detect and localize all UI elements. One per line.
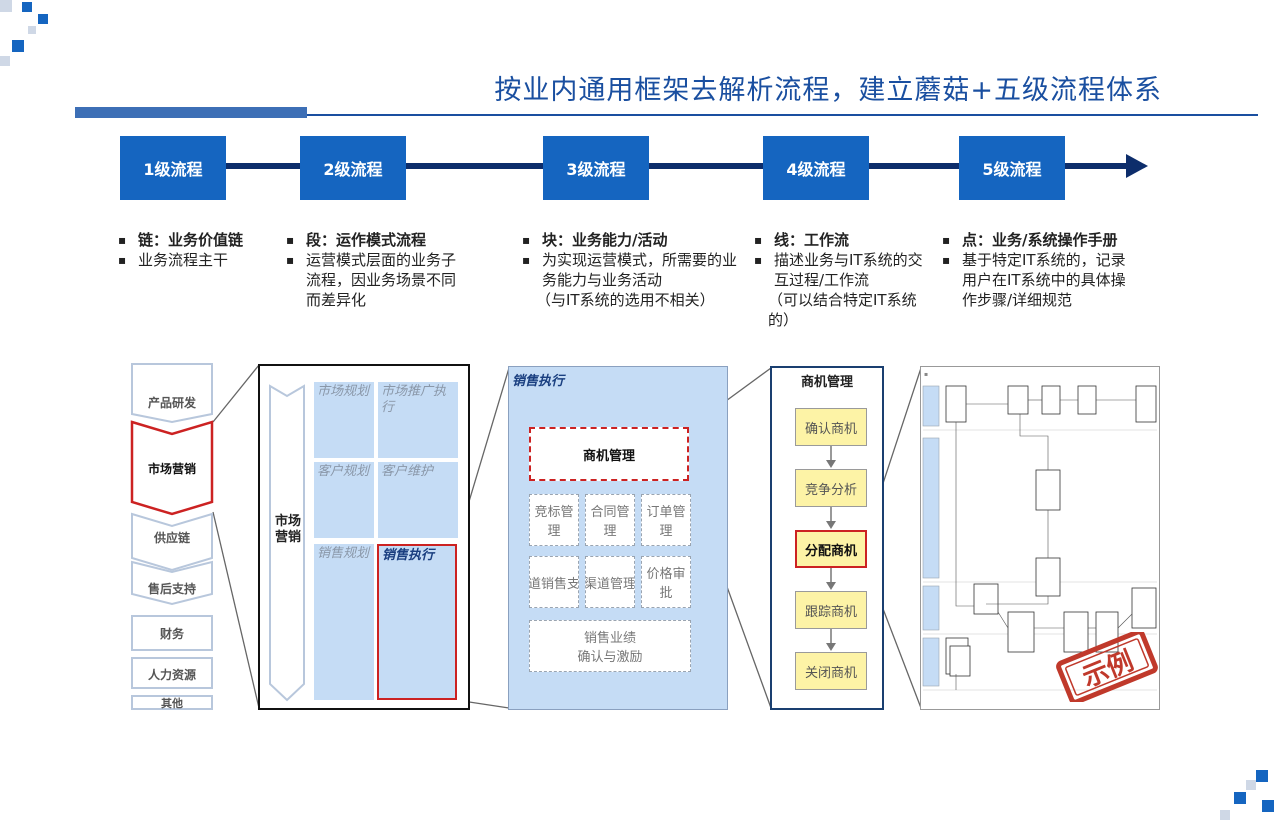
chain-item-hr: 人力资源 xyxy=(147,667,196,682)
chain-support-shape xyxy=(131,615,213,651)
segment-cell-market-promotion: 市场推广执行 xyxy=(378,382,458,458)
level-3-note: （与IT系统的选用不相关） xyxy=(536,291,715,309)
segment-cell-customer-planning: 客户规划 xyxy=(314,462,374,538)
corner-decoration xyxy=(0,56,10,66)
block-item-channel-support: 渠道销售支持 xyxy=(529,556,579,608)
corner-decoration xyxy=(1256,770,1268,782)
level-4-note: （可以结合特定IT系统的） xyxy=(768,291,917,329)
page-title: 按业内通用框架去解析流程，建立蘑菇+五级流程体系 xyxy=(494,75,1162,106)
chain-stage-shape xyxy=(131,560,213,606)
block-item-order: 订单管理 xyxy=(641,494,691,546)
block-item-price-approval: 价格审批 xyxy=(641,556,691,608)
level-4-text: 描述业务与IT系统的交互过程/工作流 xyxy=(754,250,932,290)
chain-stage-shape-active xyxy=(130,420,214,516)
level-5-heading: 点：业务/系统操作手册 xyxy=(942,230,1136,250)
block-item-sales-performance: 销售业绩 确认与激励 xyxy=(529,620,691,672)
segment-cell-sales-planning: 销售规划 xyxy=(314,544,374,700)
value-chain xyxy=(130,363,214,710)
chain-support-shape xyxy=(131,657,213,689)
workflow-step-competition: 竞争分析 xyxy=(795,469,867,507)
level-3-box: 3级流程 xyxy=(543,136,649,200)
chain-item-other: 其他 xyxy=(161,696,183,710)
segment-label: 市场营销 xyxy=(274,514,301,545)
level-2-text: 运营模式层面的业务子流程，因业务场景不同而差异化 xyxy=(286,250,470,310)
level-3-heading: 块：业务能力/活动 xyxy=(522,230,742,250)
level-5-description: 点：业务/系统操作手册 基于特定IT系统的，记录用户在IT系统中的具体操作步骤/… xyxy=(940,230,1136,310)
level-1-description: 链：业务价值链 业务流程主干 xyxy=(116,230,276,270)
block-highlight-opportunity: 商机管理 xyxy=(529,427,689,481)
level-4-description: 线：工作流 描述业务与IT系统的交互过程/工作流 （可以结合特定IT系统的） xyxy=(752,230,932,330)
level-1-text: 业务流程主干 xyxy=(118,250,276,270)
title-accent-bar xyxy=(75,107,307,118)
workflow-step-assign: 分配商机 xyxy=(795,530,867,568)
timeline-arrow-head xyxy=(1126,154,1148,178)
level-1-heading: 链：业务价值链 xyxy=(118,230,276,250)
corner-decoration xyxy=(1246,780,1256,790)
segment-chevron xyxy=(269,384,305,702)
corner-decoration xyxy=(0,0,12,12)
level-3-description: 块：业务能力/活动 为实现运营模式，所需要的业务能力与业务活动 （与IT系统的选… xyxy=(520,230,742,310)
workflow-arrows xyxy=(826,446,836,651)
corner-decoration xyxy=(28,26,36,34)
chain-item-product-rd: 产品研发 xyxy=(147,395,196,410)
chain-stage-shape xyxy=(131,512,213,572)
chain-item-supply-chain: 供应链 xyxy=(153,530,190,545)
corner-decoration xyxy=(38,14,48,24)
chain-item-finance: 财务 xyxy=(159,626,184,641)
workflow-title: 商机管理 xyxy=(800,375,853,390)
level-5-box: 5级流程 xyxy=(959,136,1065,200)
chain-support-shape xyxy=(131,695,213,710)
chain-item-marketing: 市场营销 xyxy=(147,461,196,476)
chain-item-after-sales: 售后支持 xyxy=(147,581,196,596)
workflow-step-confirm: 确认商机 xyxy=(795,408,867,446)
level-5-text: 基于特定IT系统的，记录用户在IT系统中的具体操作步骤/详细规范 xyxy=(942,250,1136,310)
level-2-heading: 段：运作模式流程 xyxy=(286,230,470,250)
sample-tag-mark: ▪ xyxy=(924,371,928,378)
title-underline xyxy=(75,114,1258,116)
level-2-description: 段：运作模式流程 运营模式层面的业务子流程，因业务场景不同而差异化 xyxy=(284,230,470,310)
chain-stage-shape xyxy=(131,363,213,424)
corner-decoration xyxy=(1234,792,1246,804)
workflow-step-track: 跟踪商机 xyxy=(795,591,867,629)
level-4-heading: 线：工作流 xyxy=(754,230,932,250)
segment-cell-customer-maintenance: 客户维护 xyxy=(378,462,458,538)
workflow-step-close: 关闭商机 xyxy=(795,652,867,690)
sample-stamp: 示例 xyxy=(1056,632,1158,702)
corner-decoration xyxy=(12,40,24,52)
level-3-text: 为实现运营模式，所需要的业务能力与业务活动 xyxy=(522,250,742,290)
segment-cell-sales-execution: 销售执行 xyxy=(377,544,457,700)
segment-cell-market-planning: 市场规划 xyxy=(314,382,374,458)
corner-decoration xyxy=(1262,800,1274,812)
level-2-box: 2级流程 xyxy=(300,136,406,200)
block-item-channel-management: 渠道管理 xyxy=(585,556,635,608)
block-title: 销售执行 xyxy=(512,374,565,389)
corner-decoration xyxy=(22,2,32,12)
swimlane-sample: ▪ xyxy=(922,371,1157,691)
block-item-contract: 合同管理 xyxy=(585,494,635,546)
level-1-box: 1级流程 xyxy=(120,136,226,200)
block-item-bidding: 竞标管理 xyxy=(529,494,579,546)
level-4-box: 4级流程 xyxy=(763,136,869,200)
corner-decoration xyxy=(1220,810,1230,820)
